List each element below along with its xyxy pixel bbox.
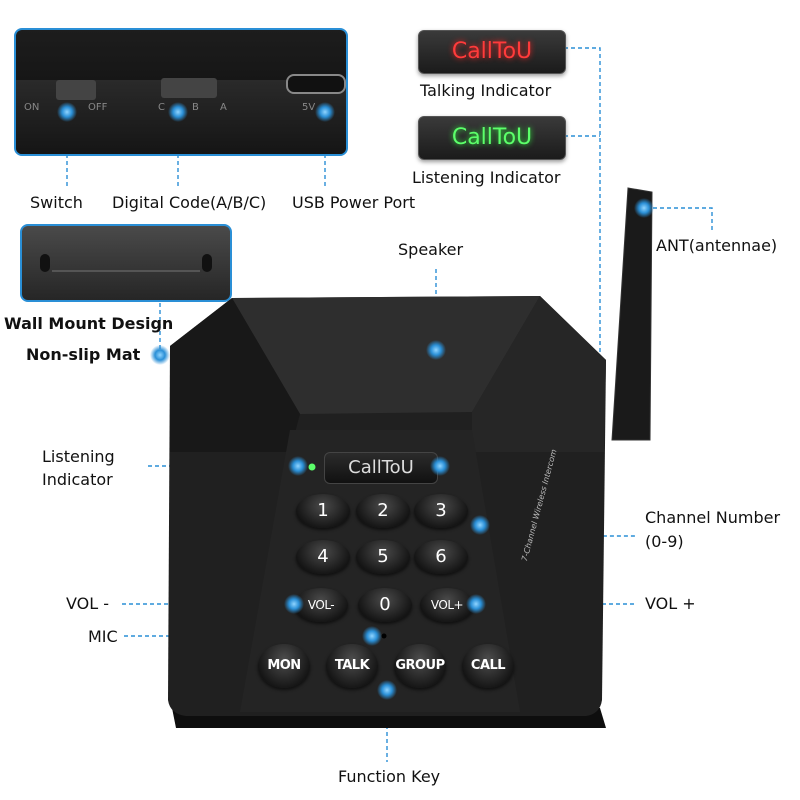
- switch-on-text: ON: [24, 102, 40, 113]
- label-speaker: Speaker: [398, 240, 464, 259]
- label-channel-number-line2: (0-9): [645, 532, 684, 551]
- key-6[interactable]: 6: [414, 540, 468, 574]
- label-talking-indicator: Talking Indicator: [420, 81, 552, 100]
- mount-hole-left: [40, 254, 50, 272]
- code-a-text: A: [220, 102, 227, 113]
- key-0[interactable]: 0: [358, 588, 412, 622]
- mount-rail: [52, 270, 200, 272]
- switch-off-text: OFF: [88, 102, 108, 113]
- mount-hole-right: [202, 254, 212, 272]
- label-channel-number-line1: Channel Number: [645, 508, 781, 527]
- label-usb-power-port: USB Power Port: [292, 193, 416, 212]
- label-non-slip-mat: Non-slip Mat: [26, 345, 141, 364]
- talking-indicator-badge: CallToU: [418, 30, 566, 74]
- code-c-text: C: [158, 102, 165, 113]
- key-call[interactable]: CALL: [462, 644, 514, 688]
- key-group[interactable]: GROUP: [394, 644, 446, 688]
- key-talk[interactable]: TALK: [326, 644, 378, 688]
- label-listening-indicator-line1: Listening: [42, 447, 115, 466]
- label-digital-code: Digital Code(A/B/C): [112, 193, 267, 212]
- port-5v-text: 5V: [302, 102, 316, 113]
- key-vol-minus[interactable]: VOL-: [294, 588, 348, 622]
- label-function-key: Function Key: [338, 767, 441, 786]
- wall-mount-closeup: [20, 224, 232, 302]
- power-switch: [56, 80, 96, 100]
- code-b-text: B: [192, 102, 199, 113]
- label-switch: Switch: [30, 193, 83, 212]
- label-listening-indicator-line2: Indicator: [42, 470, 113, 489]
- label-vol-plus: VOL +: [645, 594, 696, 613]
- key-4[interactable]: 4: [296, 540, 350, 574]
- code-switch: [161, 78, 217, 98]
- key-mon[interactable]: MON: [258, 644, 310, 688]
- label-vol-minus: VOL -: [66, 594, 110, 613]
- listening-indicator-badge: CallToU: [418, 116, 566, 160]
- usb-port: [286, 74, 346, 94]
- label-listening-indicator-top: Listening Indicator: [412, 168, 561, 187]
- key-vol-plus[interactable]: VOL+: [420, 588, 474, 622]
- label-mic: MIC: [88, 627, 118, 646]
- key-5[interactable]: 5: [356, 540, 410, 574]
- key-2[interactable]: 2: [356, 494, 410, 528]
- label-antenna: ANT(antennae): [656, 236, 778, 255]
- key-1[interactable]: 1: [296, 494, 350, 528]
- key-3[interactable]: 3: [414, 494, 468, 528]
- label-wall-mount: Wall Mount Design: [4, 314, 174, 333]
- device-logo: CallToU: [324, 452, 438, 484]
